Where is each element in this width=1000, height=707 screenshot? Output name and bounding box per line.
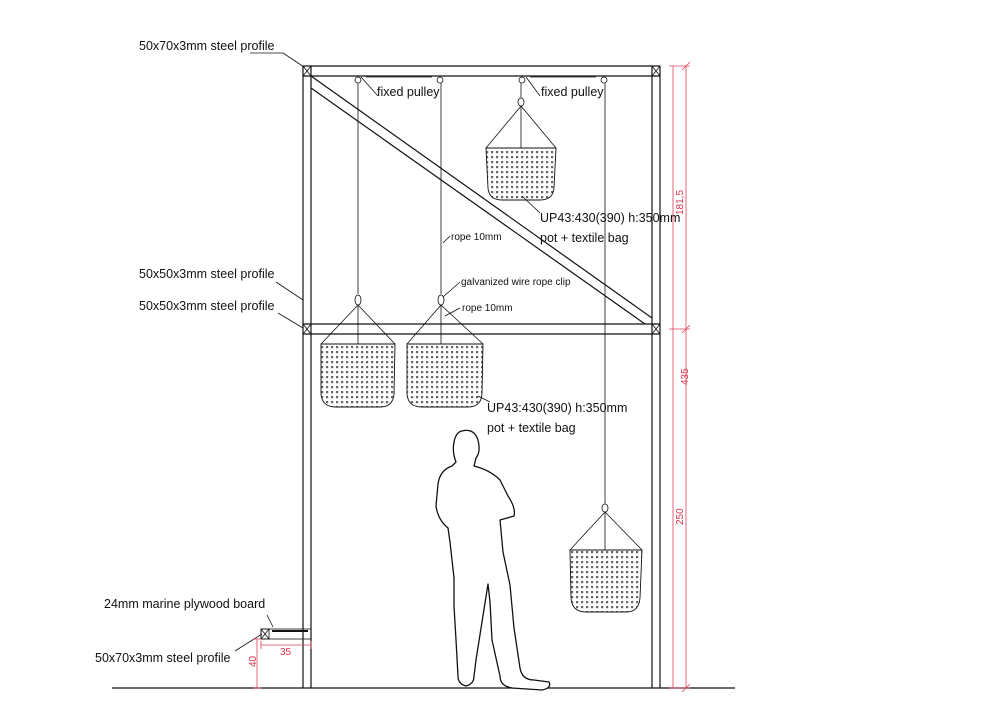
frame-right-post: [651, 66, 661, 688]
leader-lines: [234, 52, 541, 652]
dim-lower: 250: [675, 508, 686, 525]
frame-left-post: [302, 66, 312, 688]
label-rope-lower: rope 10mm: [462, 303, 513, 314]
label-plywood: 24mm marine plywood board: [104, 597, 265, 611]
label-pot-lower-line2: pot + textile bag: [487, 421, 576, 435]
label-steel-bottom: 50x70x3mm steel profile: [95, 651, 231, 665]
pot-lower-left: [320, 294, 396, 408]
dim-upper: 181,5: [675, 190, 686, 215]
label-steel-mid-1: 50x50x3mm steel profile: [139, 267, 275, 281]
pot-upper: [485, 97, 557, 201]
dim-board-height: 40: [248, 655, 259, 667]
top-beam: [302, 65, 661, 77]
fixed-pulleys: [354, 76, 608, 84]
label-steel-top: 50x70x3mm steel profile: [139, 39, 275, 53]
label-pulley-right: fixed pulley: [541, 85, 604, 99]
plywood-board: [260, 628, 312, 640]
dimension-lines: [253, 61, 691, 693]
dim-total: 435: [680, 368, 691, 385]
label-clip: galvanized wire rope clip: [461, 277, 571, 288]
label-pulley-left: fixed pulley: [377, 85, 440, 99]
middle-beam: [302, 323, 661, 335]
label-steel-mid-2: 50x50x3mm steel profile: [139, 299, 275, 313]
pot-lower-middle: [406, 294, 484, 408]
pot-low-right: [569, 503, 643, 613]
dim-board-width: 35: [280, 647, 292, 658]
label-pot-upper-line1: UP43:430(390) h:350mm: [540, 211, 680, 225]
label-pot-upper-line2: pot + textile bag: [540, 231, 629, 245]
ropes: [357, 83, 606, 504]
label-rope-upper: rope 10mm: [451, 232, 502, 243]
human-figure-icon: [435, 429, 551, 691]
label-pot-lower-line1: UP43:430(390) h:350mm: [487, 401, 627, 415]
diagonal-brace: [310, 75, 653, 325]
